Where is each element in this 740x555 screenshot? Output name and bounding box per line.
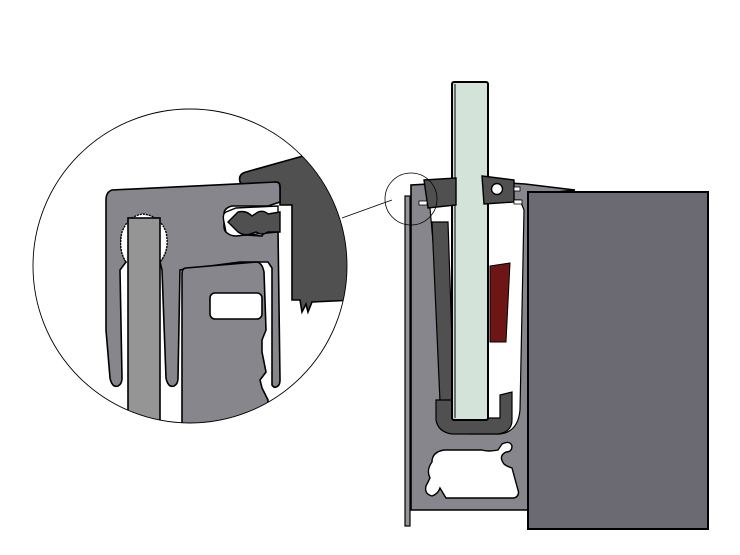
- detail-cover-strip: [127, 217, 161, 423]
- bottom-cavity: [424, 441, 520, 499]
- glass-panel: [451, 81, 489, 421]
- bottom-gasket: [435, 391, 513, 435]
- detail-slot: [209, 292, 263, 320]
- clamp-head-left: [423, 177, 457, 209]
- clamp-bolt-hole: [490, 182, 504, 196]
- profile-slot-left: [418, 200, 428, 206]
- section-view: [384, 81, 709, 530]
- detail-tongue: [227, 210, 281, 236]
- detail-base-profile: [105, 181, 281, 389]
- detail-inner-piece: [181, 261, 269, 423]
- leader-line: [341, 199, 393, 219]
- profile-slot-right-top: [513, 186, 521, 192]
- detail-marker-circle: [384, 172, 438, 226]
- detail-view: [32, 108, 393, 424]
- profile-slot-right: [513, 199, 523, 205]
- cover-strip: [404, 195, 411, 527]
- cladding-panel: [527, 191, 709, 530]
- detail-circle: [32, 108, 348, 424]
- rubber-wedge: [489, 262, 511, 343]
